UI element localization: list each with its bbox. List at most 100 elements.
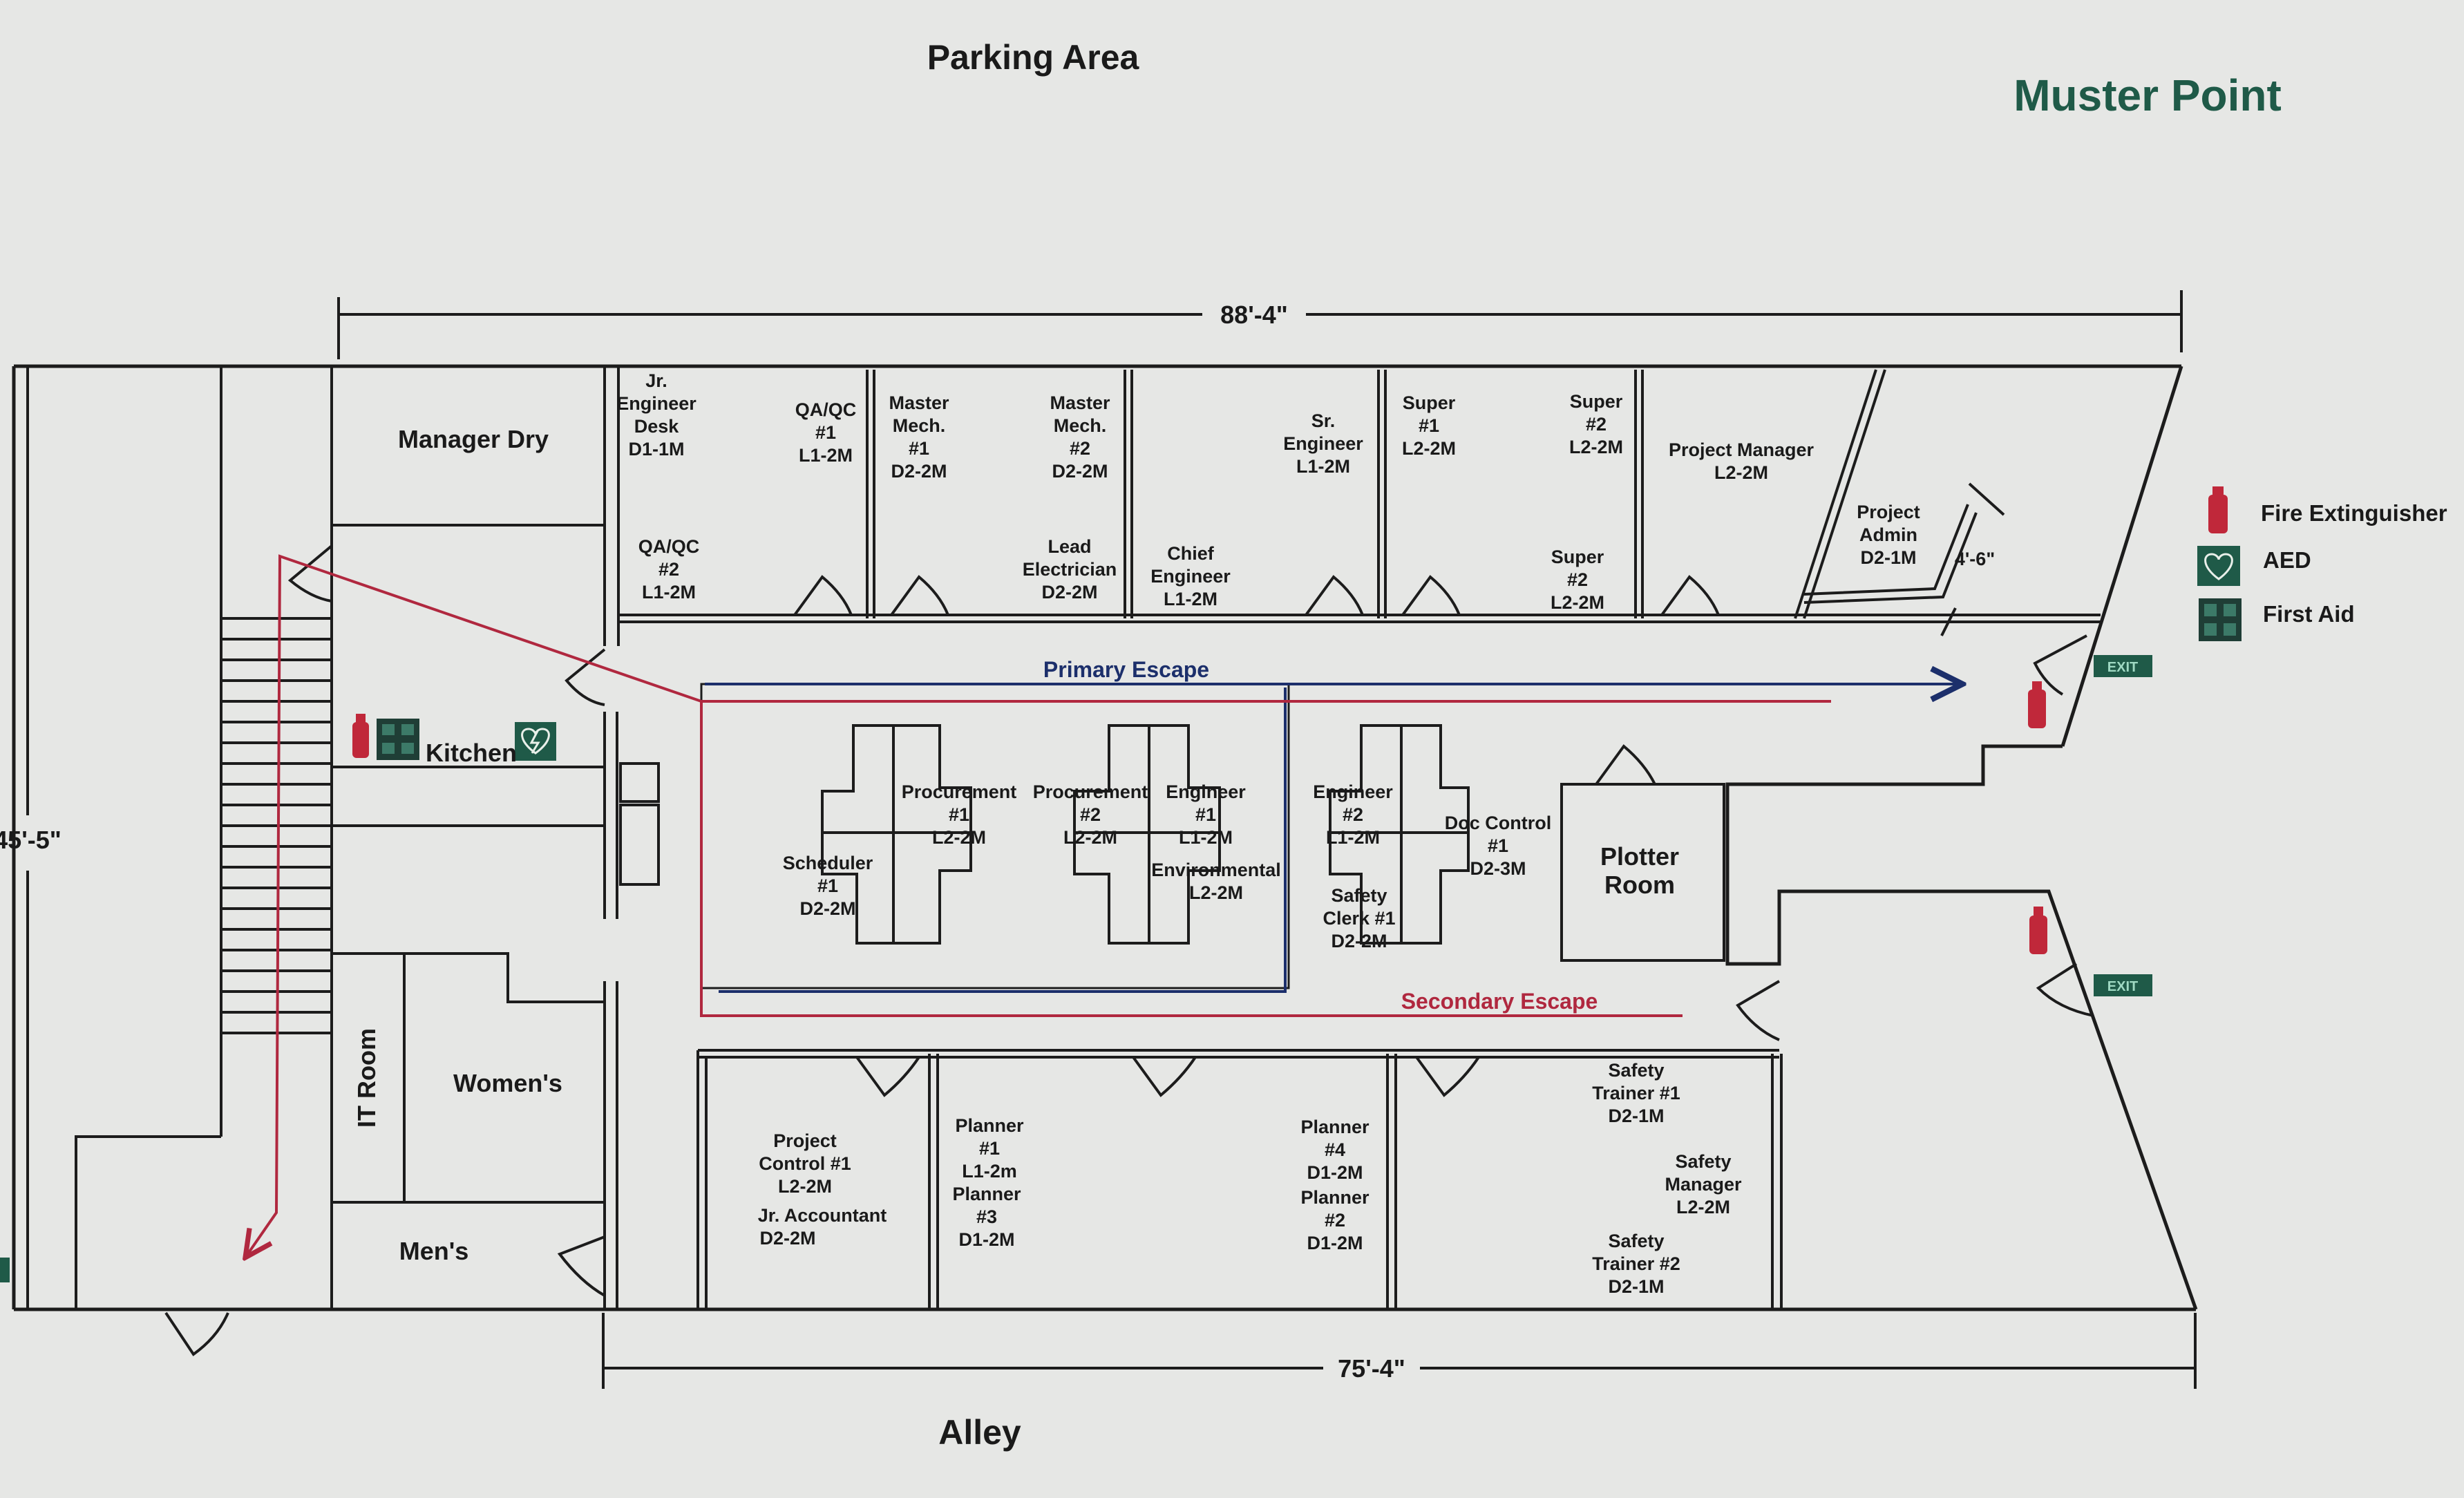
- svg-text:L1-2M: L1-2M: [1164, 589, 1217, 609]
- svg-text:Safety: Safety: [1608, 1060, 1664, 1081]
- svg-text:#2: #2: [1080, 804, 1101, 825]
- svg-text:Admin: Admin: [1859, 524, 1917, 545]
- room-lead-electrician: Lead Electrician D2-2M: [1023, 536, 1117, 603]
- svg-text:Super: Super: [1570, 391, 1623, 412]
- desk-procurement-2: Procurement #2 L2-2M: [1033, 781, 1148, 848]
- svg-text:Safety: Safety: [1331, 885, 1387, 906]
- secondary-escape-label: Secondary Escape: [1401, 989, 1598, 1014]
- left-service-walls: [75, 366, 660, 1309]
- svg-text:Plotter: Plotter: [1600, 842, 1679, 871]
- fire-extinguisher-icon: [352, 714, 369, 758]
- svg-text:Engineer: Engineer: [1166, 781, 1246, 802]
- svg-text:EXIT: EXIT: [2107, 660, 2138, 675]
- svg-text:D1-2M: D1-2M: [958, 1229, 1014, 1250]
- svg-text:Mech.: Mech.: [893, 415, 946, 436]
- svg-text:Master: Master: [1050, 392, 1110, 413]
- legend-first-aid: First Aid: [2263, 601, 2355, 627]
- svg-text:L2-2M: L2-2M: [1569, 437, 1623, 457]
- svg-text:Super: Super: [1403, 392, 1456, 413]
- svg-text:D2-2M: D2-2M: [1052, 461, 1108, 482]
- dimension-top: [337, 290, 2183, 359]
- desk-procurement-1: Procurement #1 L2-2M: [902, 781, 1017, 848]
- legend: Fire Extinguisher AED First Aid: [2197, 486, 2447, 641]
- primary-escape-label: Primary Escape: [1043, 657, 1209, 682]
- dimension-left-label: 45'-5": [0, 826, 61, 854]
- exit-sign-secondary: EXIT: [2094, 974, 2152, 996]
- svg-text:D2-2M: D2-2M: [759, 1228, 815, 1249]
- svg-text:EXIT: EXIT: [2107, 979, 2138, 994]
- svg-text:Super: Super: [1551, 547, 1604, 567]
- first-aid-icon: [377, 719, 419, 760]
- svg-text:L2-2M: L2-2M: [1189, 882, 1243, 903]
- svg-text:Clerk #1: Clerk #1: [1323, 908, 1395, 929]
- svg-text:Engineer: Engineer: [1283, 433, 1363, 454]
- svg-text:Planner: Planner: [1300, 1117, 1370, 1137]
- svg-text:#2: #2: [1325, 1210, 1345, 1231]
- svg-text:Doc Control: Doc Control: [1445, 813, 1552, 833]
- svg-text:Jr.: Jr.: [645, 370, 667, 391]
- svg-text:Lead: Lead: [1048, 536, 1091, 557]
- svg-text:D2-3M: D2-3M: [1470, 858, 1526, 879]
- desk-safety-clerk: Safety Clerk #1 D2-2M: [1323, 885, 1395, 951]
- room-sr-engineer: Sr. Engineer L1-2M: [1283, 410, 1363, 477]
- svg-text:L2-2M: L2-2M: [1714, 462, 1768, 483]
- room-plotter: Plotter Room: [1600, 842, 1679, 899]
- cubicle-pod-2: [1073, 724, 1221, 945]
- secondary-escape-stair-route: [245, 554, 702, 1258]
- svg-text:#1: #1: [979, 1138, 1000, 1159]
- svg-text:#1: #1: [1419, 415, 1439, 436]
- svg-text:Room: Room: [1604, 871, 1675, 899]
- svg-text:Scheduler: Scheduler: [783, 853, 873, 873]
- svg-text:Sr.: Sr.: [1311, 410, 1336, 431]
- svg-text:Manager: Manager: [1665, 1174, 1742, 1195]
- desk-scheduler: Scheduler #1 D2-2M: [783, 853, 873, 919]
- desk-engineer-1: Engineer #1 L1-2M: [1166, 781, 1246, 848]
- svg-text:Engineer: Engineer: [616, 393, 696, 414]
- primary-escape-loop: [719, 688, 1287, 993]
- svg-text:#1: #1: [949, 804, 969, 825]
- svg-text:L2-2M: L2-2M: [778, 1176, 832, 1197]
- legend-fire-extinguisher: Fire Extinguisher: [2261, 500, 2447, 526]
- svg-text:L1-2M: L1-2M: [799, 445, 853, 466]
- muster-point-label: Muster Point: [2013, 70, 2282, 120]
- svg-text:L2-2M: L2-2M: [1676, 1197, 1730, 1217]
- svg-text:Project: Project: [773, 1130, 837, 1151]
- room-mens: Men's: [399, 1237, 469, 1265]
- svg-text:D1-1M: D1-1M: [628, 439, 684, 459]
- room-super-2a: Super #2 L2-2M: [1569, 391, 1623, 457]
- svg-text:D1-2M: D1-2M: [1307, 1162, 1363, 1183]
- room-qaqc-2: QA/QC #2 L1-2M: [638, 536, 700, 603]
- room-manager-dry: Manager Dry: [398, 425, 549, 453]
- fire-extinguisher-icon: [2029, 907, 2047, 954]
- svg-text:Trainer #1: Trainer #1: [1592, 1083, 1680, 1103]
- svg-text:D2-2M: D2-2M: [891, 461, 947, 482]
- room-master-mech-2: Master Mech. #2 D2-2M: [1050, 392, 1110, 482]
- dimension-bottom-label: 75'-4": [1338, 1354, 1405, 1383]
- svg-text:Planner: Planner: [955, 1115, 1024, 1136]
- svg-text:L1-2M: L1-2M: [1326, 827, 1380, 848]
- svg-text:D2-2M: D2-2M: [799, 898, 855, 919]
- room-master-mech-1: Master Mech. #1 D2-2M: [889, 392, 949, 482]
- svg-text:L1-2m: L1-2m: [962, 1161, 1017, 1182]
- svg-text:Master: Master: [889, 392, 949, 413]
- room-safety-manager: Safety Manager L2-2M: [1665, 1151, 1742, 1217]
- dimension-notch-label: 4'-6": [1955, 549, 1995, 569]
- svg-text:Project Manager: Project Manager: [1669, 439, 1814, 460]
- room-super-1: Super #1 L2-2M: [1402, 392, 1456, 459]
- svg-text:Environmental: Environmental: [1151, 860, 1281, 880]
- dimension-top-label: 88'-4": [1220, 301, 1288, 329]
- exit-sign-primary: EXIT: [2094, 655, 2152, 677]
- fire-extinguisher-icon: [2208, 486, 2228, 533]
- desk-engineer-2: Engineer #2 L1-2M: [1313, 781, 1393, 848]
- svg-text:L1-2M: L1-2M: [642, 582, 696, 603]
- svg-text:Procurement: Procurement: [1033, 781, 1148, 802]
- svg-text:D2-2M: D2-2M: [1041, 582, 1097, 603]
- svg-text:#1: #1: [817, 875, 838, 896]
- staircase: [221, 617, 332, 1034]
- svg-text:D2-1M: D2-1M: [1860, 547, 1916, 568]
- room-safety-trainer-1: Safety Trainer #1 D2-1M: [1592, 1060, 1680, 1126]
- svg-text:Jr. Accountant: Jr. Accountant: [758, 1205, 887, 1226]
- room-kitchen: Kitchen: [426, 739, 517, 767]
- svg-text:Desk: Desk: [634, 416, 680, 437]
